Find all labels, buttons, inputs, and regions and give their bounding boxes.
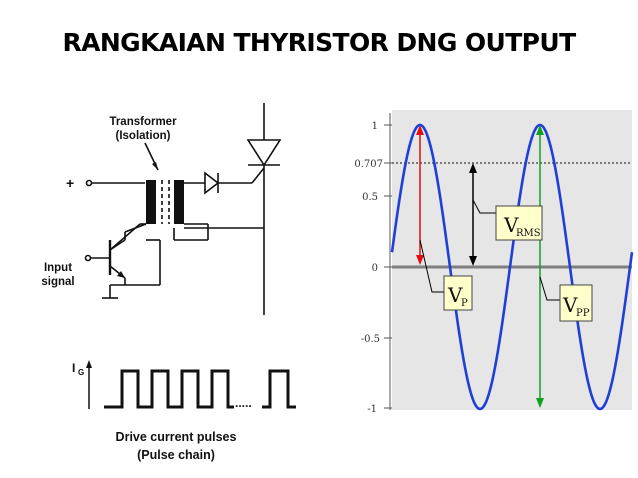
vp-callout: V P bbox=[443, 275, 473, 311]
slide-title: RANGKAIAN THYRISTOR DNG OUTPUT bbox=[62, 28, 576, 57]
diode-triangle bbox=[204, 171, 220, 195]
svg-text:P: P bbox=[461, 298, 468, 309]
thyristor-triangle bbox=[246, 139, 282, 167]
pulse-y-label: I bbox=[72, 361, 75, 375]
vrms-arrow-head-bottom bbox=[469, 256, 477, 266]
pulse-y-axis-arrow bbox=[86, 360, 92, 368]
input-terminal bbox=[84, 254, 92, 262]
gate-drive-circuit: Transformer (Isolation) + bbox=[41, 103, 282, 315]
input-label-line2: signal bbox=[41, 276, 74, 288]
pulse-ellipsis: ..... bbox=[235, 396, 252, 410]
vrms-leader bbox=[472, 199, 496, 214]
vp-leader bbox=[419, 239, 444, 293]
pulse-caption-line2: (Pulse chain) bbox=[137, 448, 215, 462]
tick-label-0707: 0.707 bbox=[354, 159, 383, 170]
svg-text:RMS: RMS bbox=[516, 228, 541, 239]
tick-label-1: 1 bbox=[372, 121, 378, 132]
tick-label-05: 0.5 bbox=[362, 192, 378, 203]
secondary-winding bbox=[174, 180, 184, 224]
vpp-leader bbox=[539, 276, 560, 301]
gate-lead bbox=[251, 167, 265, 184]
svg-text:V: V bbox=[562, 293, 578, 317]
vpp-callout: V PP bbox=[559, 284, 593, 322]
transformer-label-line2: (Isolation) bbox=[116, 130, 171, 142]
plus-terminal bbox=[85, 179, 93, 187]
svg-text:V: V bbox=[503, 213, 519, 237]
pulse-chain-diagram: I G ..... Drive current pulses (Pulse ch… bbox=[72, 360, 296, 462]
plus-terminal-label: + bbox=[66, 175, 74, 191]
transistor-collector bbox=[109, 239, 126, 251]
sine-waveform-plot: 1 0.707 0.5 0 -0.5 -1 V RMS bbox=[354, 110, 634, 415]
vpp-arrow-head-top bbox=[536, 125, 544, 135]
tick-label-neg05: -0.5 bbox=[361, 334, 380, 345]
tick-label-neg1: -1 bbox=[367, 404, 377, 415]
pulse-last bbox=[262, 369, 296, 409]
vrms-callout: V RMS bbox=[495, 205, 543, 241]
transformer-label-line1: Transformer bbox=[109, 116, 177, 128]
wire-collector-primary bbox=[124, 223, 147, 233]
svg-text:PP: PP bbox=[576, 308, 590, 319]
pulse-caption-line1: Drive current pulses bbox=[116, 430, 237, 444]
input-label-line1: Input bbox=[44, 262, 72, 274]
primary-winding bbox=[146, 180, 156, 224]
pulse-train bbox=[104, 369, 234, 409]
sine-curve bbox=[390, 123, 634, 411]
vpp-arrow-head-bottom bbox=[536, 398, 544, 408]
tick-label-0: 0 bbox=[372, 263, 378, 274]
svg-text:V: V bbox=[447, 283, 463, 307]
vp-arrow-head-bottom bbox=[416, 255, 424, 265]
transistor-emitter-arrow bbox=[117, 271, 125, 278]
vrms-arrow-head-top bbox=[469, 163, 477, 173]
vp-arrow-head-top bbox=[416, 125, 424, 135]
transformer-pointer-head bbox=[152, 162, 158, 170]
pulse-y-label-sub: G bbox=[78, 368, 84, 377]
